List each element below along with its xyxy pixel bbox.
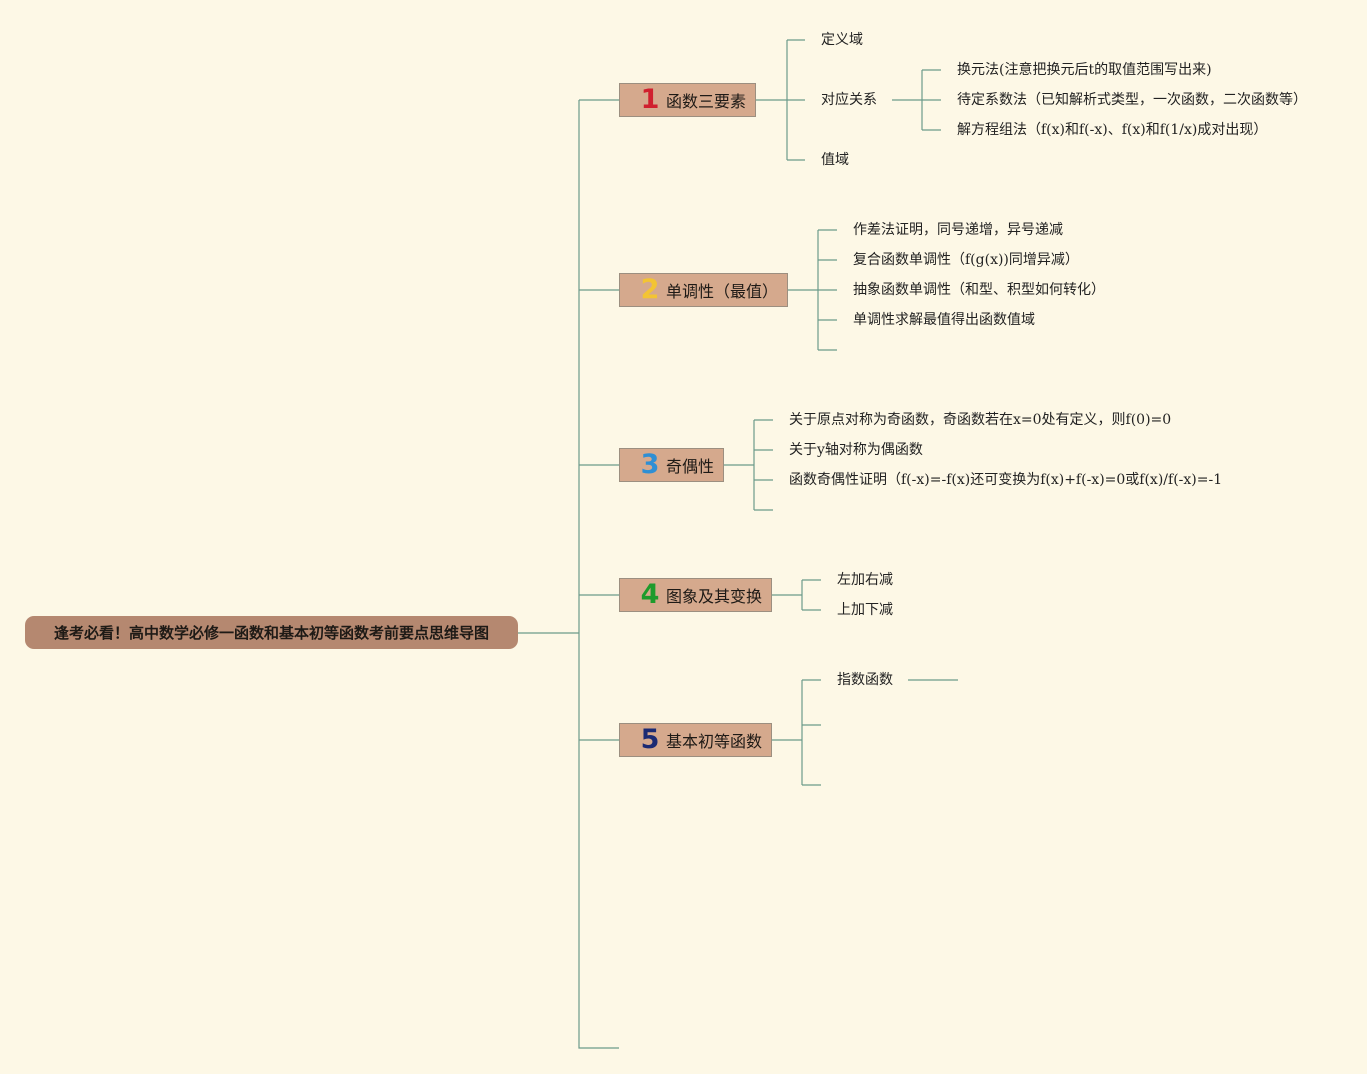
- number-5-icon: 5: [640, 724, 660, 755]
- topic-label: 函数三要素: [666, 92, 747, 111]
- leaf-mapping[interactable]: 对应关系: [821, 92, 877, 108]
- leaf-transform-2[interactable]: 上加下减: [837, 602, 893, 618]
- number-3-icon: 3: [640, 449, 660, 480]
- root-title: 逢考必看！高中数学必修一函数和基本初等函数考前要点思维导图: [53, 624, 489, 642]
- leaf-range[interactable]: 值域: [821, 152, 849, 168]
- topic-node-2[interactable]: 2 单调性（最值）: [619, 273, 788, 307]
- leaf-mapping-method-2[interactable]: 待定系数法（已知解析式类型，一次函数，二次函数等）: [957, 92, 1307, 108]
- number-4-icon: 4: [640, 579, 660, 610]
- number-1-icon: 1: [640, 84, 660, 115]
- leaf-mapping-method-1[interactable]: 换元法(注意把换元后t的取值范围写出来): [957, 62, 1212, 78]
- leaf-monotonicity-2[interactable]: 复合函数单调性（f(g(x))同增异减）: [853, 252, 1079, 268]
- leaf-transform-1[interactable]: 左加右减: [837, 572, 893, 588]
- leaf-mapping-method-3[interactable]: 解方程组法（f(x)和f(-x)、f(x)和f(1/x)成对出现）: [957, 122, 1268, 138]
- topic-node-3[interactable]: 3 奇偶性: [619, 448, 724, 482]
- leaf-monotonicity-4[interactable]: 单调性求解最值得出函数值域: [853, 312, 1035, 328]
- leaf-parity-2[interactable]: 关于y轴对称为偶函数: [789, 442, 923, 458]
- topic-label: 基本初等函数: [666, 732, 763, 751]
- leaf-monotonicity-3[interactable]: 抽象函数单调性（和型、积型如何转化）: [853, 282, 1105, 298]
- leaf-monotonicity-1[interactable]: 作差法证明，同号递增，异号递减: [853, 222, 1063, 238]
- topic-label: 图象及其变换: [666, 587, 763, 606]
- number-2-icon: 2: [640, 274, 660, 305]
- leaf-exponential-function[interactable]: 指数函数: [837, 672, 893, 688]
- topic-node-5[interactable]: 5 基本初等函数: [619, 723, 772, 757]
- leaf-parity-1[interactable]: 关于原点对称为奇函数，奇函数若在x=0处有定义，则f(0)=0: [789, 412, 1172, 428]
- root-node[interactable]: 逢考必看！高中数学必修一函数和基本初等函数考前要点思维导图: [25, 616, 518, 649]
- leaf-domain[interactable]: 定义域: [821, 32, 863, 48]
- leaf-parity-3[interactable]: 函数奇偶性证明（f(-x)=-f(x)还可变换为f(x)+f(-x)=0或f(x…: [789, 472, 1223, 488]
- topic-label: 奇偶性: [666, 457, 715, 476]
- topic-node-1[interactable]: 1 函数三要素: [619, 83, 756, 117]
- topic-label: 单调性（最值）: [666, 282, 779, 301]
- topic-node-4[interactable]: 4 图象及其变换: [619, 578, 772, 612]
